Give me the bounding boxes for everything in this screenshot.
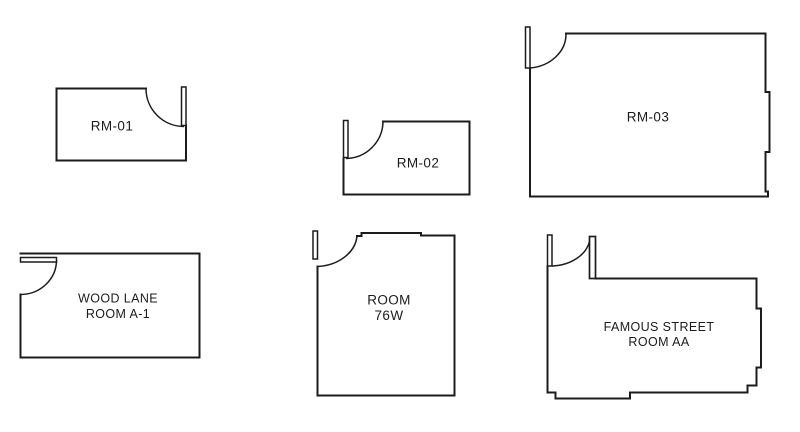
room-wood-lane-a1-door-swing-arc xyxy=(20,259,58,296)
room-famous-street-aa-door-swing-arc xyxy=(551,241,591,267)
room-rm-01-door-swing-arc xyxy=(145,88,185,128)
room-76w[interactable]: ROOM 76W xyxy=(312,230,456,397)
room-rm-02-outline xyxy=(342,120,471,196)
room-famous-street-aa-label-line2: ROOM AA xyxy=(628,335,689,349)
room-rm-03[interactable]: RM-03 xyxy=(524,26,771,198)
room-wood-lane-a1-door-leaf xyxy=(19,256,58,263)
room-famous-street-aa-label-line1: FAMOUS STREET xyxy=(604,320,715,334)
room-famous-street-aa[interactable]: FAMOUS STREET ROOM AA xyxy=(546,234,762,400)
room-rm-02-door-swing-arc xyxy=(345,121,384,160)
room-rm-02[interactable]: RM-02 xyxy=(342,119,471,196)
room-rm-01-door-leaf xyxy=(180,86,187,127)
room-rm-01-label: RM-01 xyxy=(91,119,134,134)
room-famous-street-aa-door-jamb-wall xyxy=(588,235,597,280)
room-76w-label-line2: 76W xyxy=(375,308,404,323)
room-76w-door-swing-arc xyxy=(317,235,358,268)
room-wood-lane-a1-label-line2: ROOM A-1 xyxy=(86,307,150,321)
room-rm-02-label: RM-02 xyxy=(397,156,440,171)
room-rm-02-door-leaf xyxy=(342,119,349,159)
room-rm-03-label: RM-03 xyxy=(627,110,670,125)
room-76w-door-leaf xyxy=(312,230,319,260)
room-rm-03-door-leaf xyxy=(524,26,531,69)
room-wood-lane-a1-label-line1: WOOD LANE xyxy=(78,292,158,306)
room-rm-03-door-swing-arc xyxy=(529,33,567,69)
room-wood-lane-a1[interactable]: WOOD LANE ROOM A-1 xyxy=(19,252,201,359)
room-wood-lane-a1-outline xyxy=(19,252,201,359)
room-famous-street-aa-outline xyxy=(546,265,762,400)
room-rm-01[interactable]: RM-01 xyxy=(55,86,187,162)
room-rm-01-outline xyxy=(55,87,187,162)
room-76w-outline xyxy=(316,232,456,397)
room-rm-03-outline xyxy=(529,32,771,198)
room-famous-street-aa-door-leaf xyxy=(546,234,553,267)
room-76w-label-line1: ROOM xyxy=(367,293,411,308)
